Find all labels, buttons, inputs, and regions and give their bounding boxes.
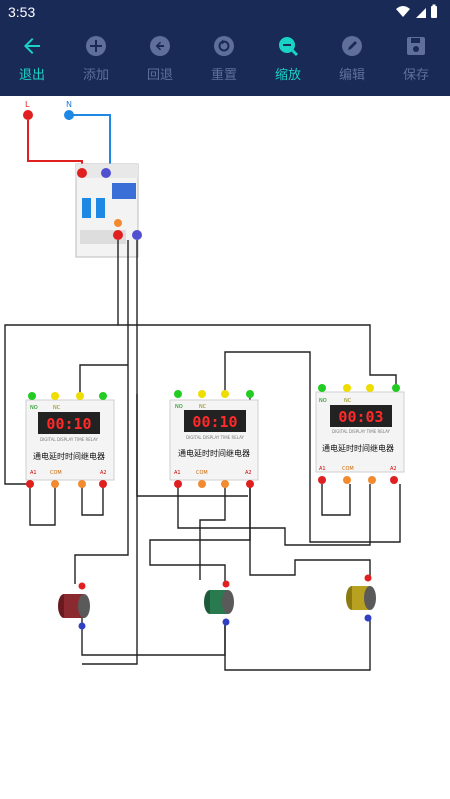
relay-1-display: 00:10 — [46, 415, 91, 433]
relay-1-nc: NC — [53, 405, 61, 411]
relay-1[interactable]: 00:10 DIGITAL DISPLAY TIME RELAY 通电延时时间继… — [25, 392, 115, 488]
indicator-lamp-red[interactable] — [58, 582, 90, 630]
wifi-battery-icon — [396, 4, 437, 18]
relay-2-display: 00:10 — [192, 413, 237, 431]
l-terminal[interactable] — [23, 110, 33, 120]
back-circle-icon — [150, 36, 170, 56]
relay-1-a2: A2 — [100, 470, 107, 476]
n-wire[interactable] — [68, 114, 111, 172]
zoom-out-icon — [279, 37, 299, 57]
relay-1-no: NO — [30, 405, 38, 411]
status-bar: 3:53 — [0, 0, 450, 26]
relay-3-no: NO — [319, 398, 327, 404]
breaker-out-n[interactable] — [132, 230, 142, 240]
relay-2-a1: A1 — [174, 470, 181, 476]
status-icons — [394, 4, 440, 24]
relay-1-a1: A1 — [30, 470, 37, 476]
arrow-left-icon — [24, 38, 40, 54]
exit-button[interactable]: 退出 — [2, 34, 62, 90]
relay-3-nc: NC — [344, 398, 352, 404]
relay-3-a2: A2 — [390, 466, 397, 472]
relay-2-name: 通电延时时间继电器 — [178, 448, 250, 458]
relay-2-no: NO — [175, 404, 183, 410]
add-button[interactable]: 添加 — [66, 34, 126, 90]
plus-circle-icon — [86, 36, 106, 56]
relay-1-model: DIGITAL DISPLAY TIME RELAY — [40, 437, 99, 442]
relay-2-com: COM — [196, 470, 208, 476]
relay-3-display: 00:03 — [338, 408, 383, 426]
relay-1-name: 通电延时时间继电器 — [33, 451, 105, 461]
reset-button[interactable]: 重置 — [194, 34, 254, 90]
relay-3[interactable]: 00:03 DIGITAL DISPLAY TIME RELAY 通电延时时间继… — [315, 384, 405, 484]
edit-button[interactable]: 编辑 — [322, 34, 382, 90]
breaker-in-l[interactable] — [77, 168, 87, 178]
relay-3-a1: A1 — [319, 466, 326, 472]
wiring-canvas[interactable]: L N 0 — [0, 96, 450, 799]
relay-1-com: COM — [50, 470, 62, 476]
undo-label: 回退 — [146, 68, 173, 83]
save-icon — [407, 37, 425, 55]
circuit-breaker[interactable] — [75, 163, 142, 258]
black-wires[interactable] — [4, 240, 401, 671]
refresh-circle-icon — [214, 36, 234, 56]
save-label: 保存 — [402, 68, 429, 83]
exit-label: 退出 — [18, 68, 45, 83]
add-label: 添加 — [82, 68, 109, 83]
zoom-label: 缩放 — [274, 68, 301, 83]
indicator-lamp-yellow[interactable] — [346, 574, 376, 622]
zoom-button[interactable]: 缩放 — [258, 34, 318, 90]
relay-2-model: DIGITAL DISPLAY TIME RELAY — [186, 435, 245, 440]
relay-3-model: DIGITAL DISPLAY TIME RELAY — [332, 429, 391, 434]
status-time: 3:53 — [8, 4, 36, 20]
breaker-out-l[interactable] — [113, 230, 123, 240]
relay-3-com: COM — [342, 466, 354, 472]
relay-2-a2: A2 — [245, 470, 252, 476]
reset-label: 重置 — [210, 68, 237, 83]
edit-icon — [342, 36, 362, 56]
l-label: L — [25, 100, 30, 109]
undo-button[interactable]: 回退 — [130, 34, 190, 90]
relay-2-nc: NC — [199, 404, 207, 410]
relay-3-name: 通电延时时间继电器 — [322, 443, 394, 453]
n-label: N — [66, 100, 72, 109]
l-wire[interactable] — [27, 120, 83, 172]
breaker-test[interactable] — [114, 219, 122, 227]
edit-label: 编辑 — [338, 68, 365, 83]
save-button[interactable]: 保存 — [386, 34, 446, 90]
breaker-in-n[interactable] — [101, 168, 111, 178]
toolbar: 退出 添加 回退 重置 缩放 编 — [0, 26, 450, 96]
indicator-lamp-green[interactable] — [204, 580, 234, 626]
relay-2[interactable]: 00:10 DIGITAL DISPLAY TIME RELAY 通电延时时间继… — [169, 390, 259, 488]
